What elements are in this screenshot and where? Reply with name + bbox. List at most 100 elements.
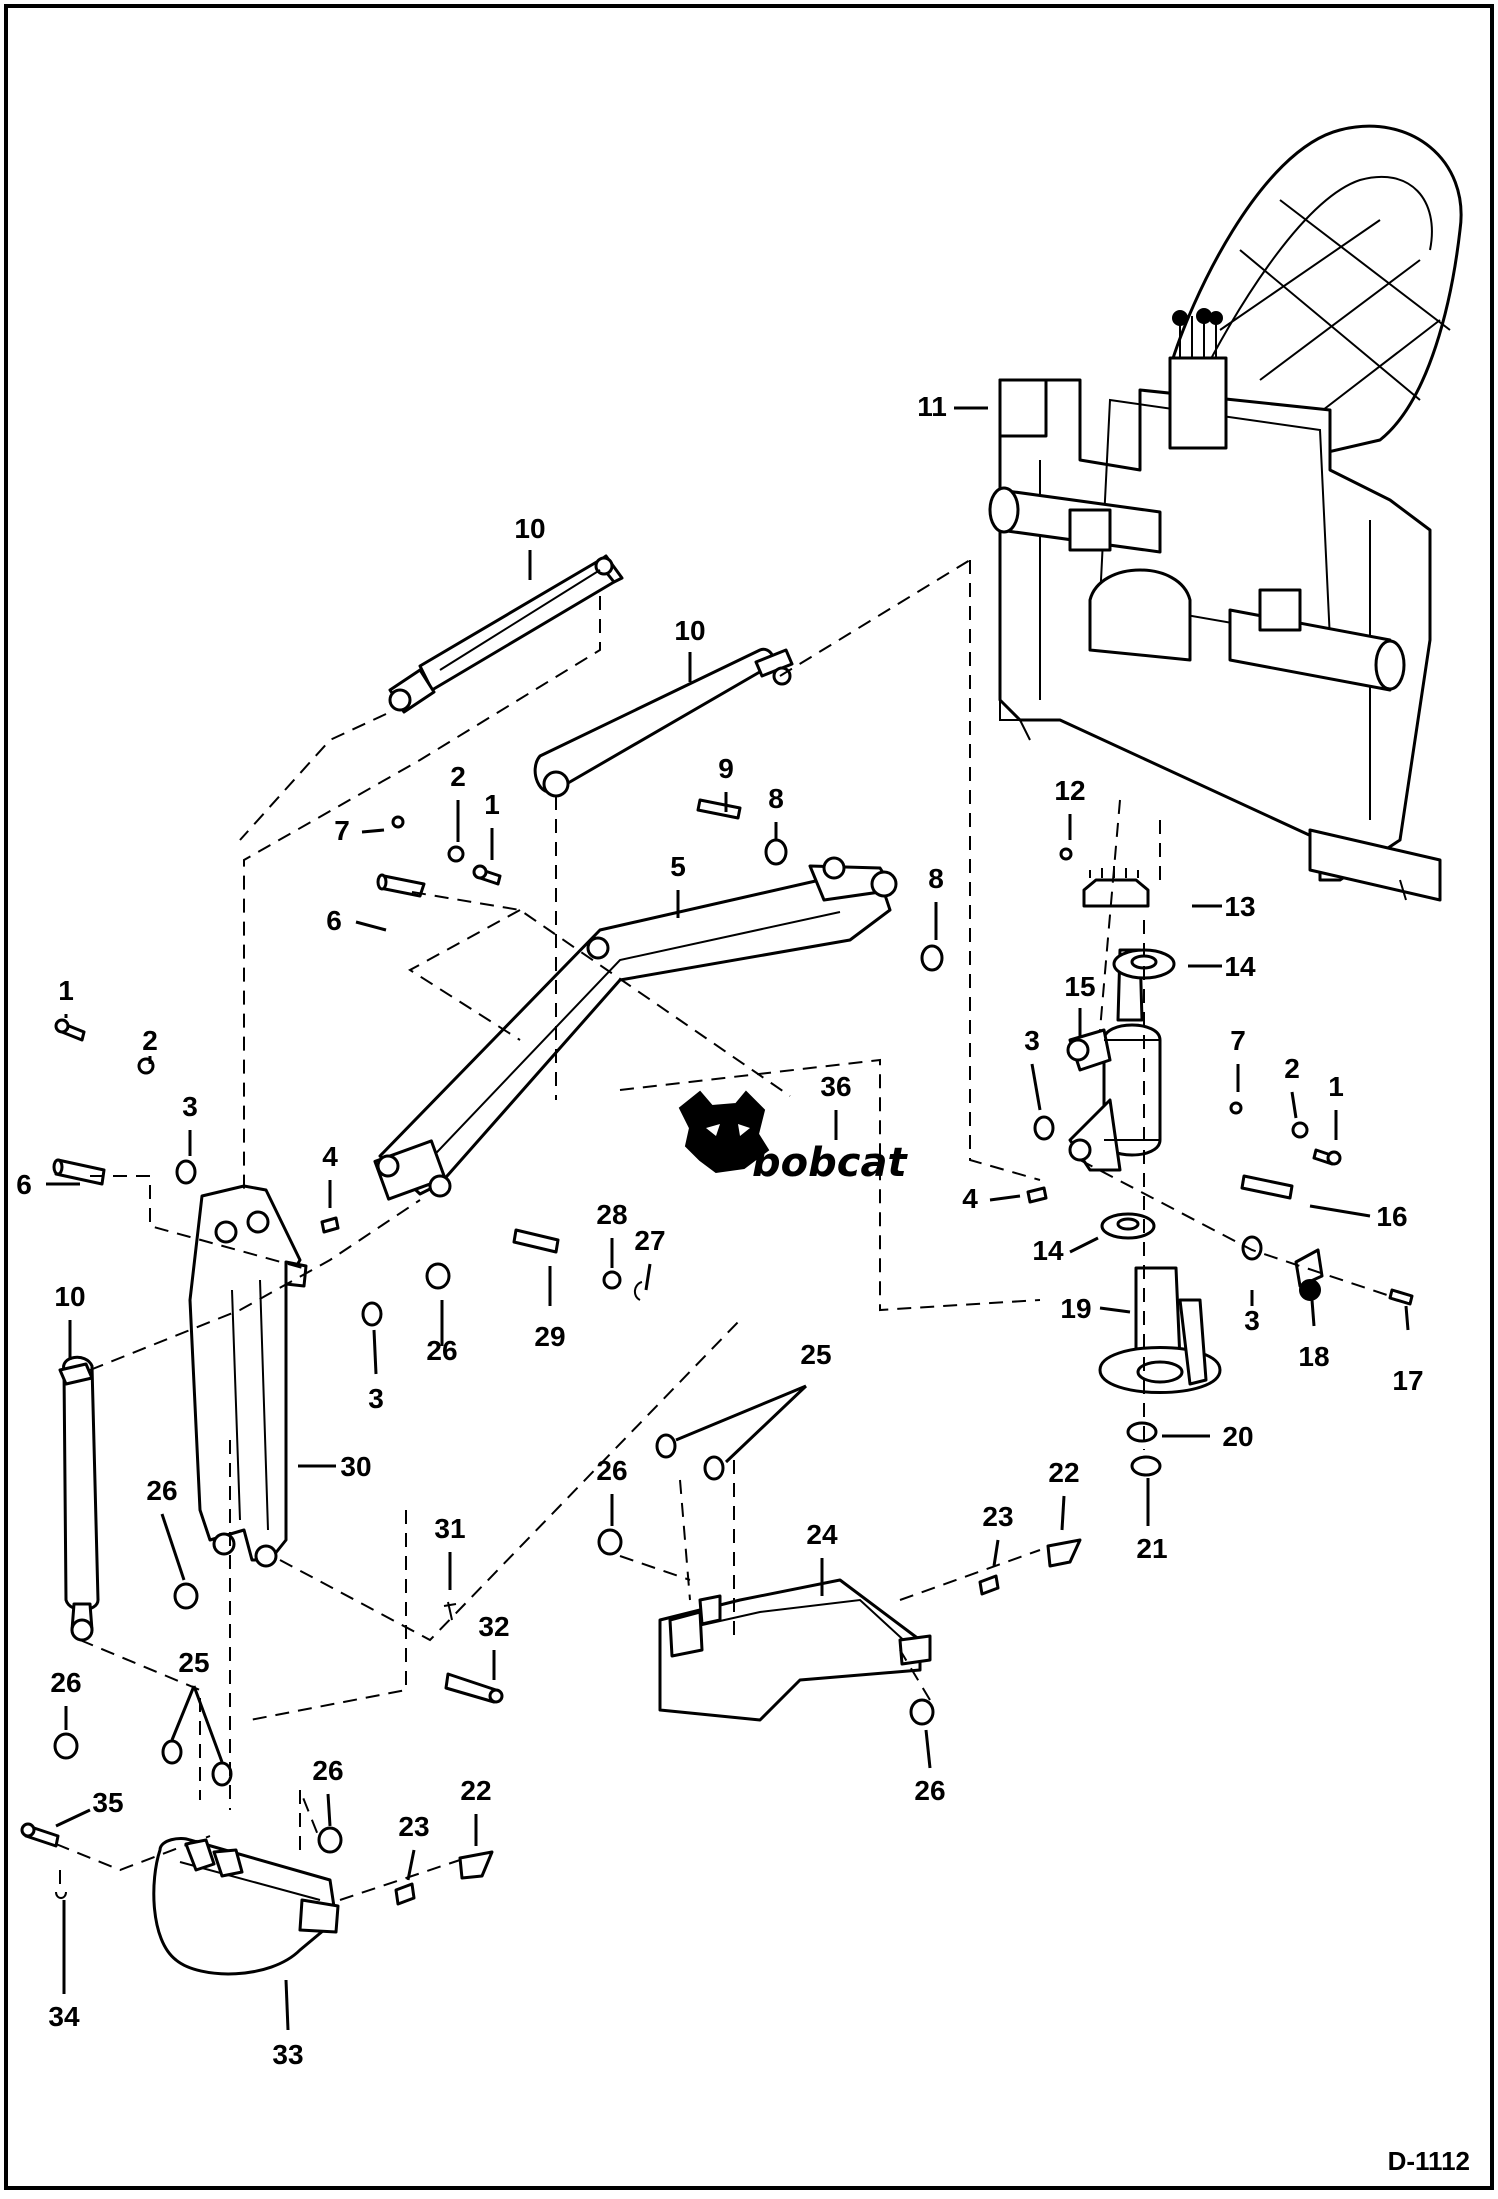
clip-34 xyxy=(55,1870,67,1899)
washer-28 xyxy=(602,1270,622,1290)
boom-cylinder-upper xyxy=(388,554,624,714)
callout-c-20: 20 xyxy=(1222,1421,1253,1452)
bushing-3a xyxy=(175,1159,197,1185)
callout-c-4b: 4 xyxy=(962,1183,978,1214)
callout-c-26f: 26 xyxy=(312,1755,343,1786)
bushing-26-blade xyxy=(597,1528,623,1556)
seat-frame-assembly xyxy=(988,124,1463,902)
callout-c-10b: 10 xyxy=(674,615,705,646)
callout-c-10c: 10 xyxy=(54,1281,85,1312)
pin-35 xyxy=(20,1822,60,1848)
callout-c-8b: 8 xyxy=(928,863,944,894)
callout-c-26e: 26 xyxy=(914,1775,945,1806)
callout-c-23a: 23 xyxy=(982,1501,1013,1532)
pin-16 xyxy=(1240,1174,1294,1200)
callout-c-2a: 2 xyxy=(450,761,466,792)
diagram-border xyxy=(4,4,1494,2190)
leader-lines xyxy=(46,406,1410,2031)
callout-c-3a: 3 xyxy=(1024,1025,1040,1056)
fitting-4a xyxy=(320,1216,340,1234)
callout-c-17: 17 xyxy=(1392,1365,1423,1396)
bolt-1b xyxy=(54,1018,86,1042)
callout-c-12: 12 xyxy=(1054,775,1085,806)
fitting-4b xyxy=(1026,1186,1048,1204)
assembly-lines xyxy=(55,559,1391,1901)
bolt-1a xyxy=(472,864,502,886)
bushing-3b xyxy=(361,1301,383,1327)
tooth-pin-23a xyxy=(978,1574,1000,1596)
callout-c-26b: 26 xyxy=(596,1455,627,1486)
swing-bracket xyxy=(1098,1266,1222,1394)
callout-c-23b: 23 xyxy=(398,1811,429,1842)
fitting-7a xyxy=(391,815,405,829)
bolt-1c xyxy=(1312,1148,1342,1166)
callout-c-28: 28 xyxy=(596,1199,627,1230)
callout-c-5: 5 xyxy=(670,851,686,882)
callout-c-1b: 1 xyxy=(1328,1071,1344,1102)
swing-post xyxy=(1066,948,1162,1172)
fitting-12 xyxy=(1059,847,1073,861)
washer-2a xyxy=(447,845,465,863)
callout-c-22a: 22 xyxy=(1048,1457,1079,1488)
callout-c-22b: 22 xyxy=(460,1775,491,1806)
callout-c-25a: 25 xyxy=(800,1339,831,1370)
callout-c-30: 30 xyxy=(340,1451,371,1482)
grease-fitting-18 xyxy=(1294,1248,1324,1301)
callout-c-32: 32 xyxy=(478,1611,509,1642)
washer-2c xyxy=(1291,1121,1309,1139)
bushing-25-bucket-a xyxy=(161,1739,183,1765)
callout-c-26d: 26 xyxy=(50,1667,81,1698)
bushing-8-right xyxy=(920,944,944,972)
bushing-26-boom xyxy=(425,1262,451,1290)
callout-c-3b: 3 xyxy=(182,1091,198,1122)
bushing-26-cyl xyxy=(53,1732,79,1760)
callout-c-26c: 26 xyxy=(146,1475,177,1506)
pin-29 xyxy=(512,1228,560,1254)
callout-c-36: 36 xyxy=(820,1071,851,1102)
fitting-7b xyxy=(1229,1101,1243,1115)
bushing-26-arm xyxy=(173,1582,199,1610)
bobcat-wordmark: bobcat xyxy=(752,1140,908,1186)
callout-c-7a: 7 xyxy=(334,815,350,846)
callout-c-14a: 14 xyxy=(1224,951,1256,982)
bobcat-logo: bobcat xyxy=(678,1090,908,1186)
bushing-26-bucket xyxy=(317,1826,343,1854)
screw-17 xyxy=(1388,1288,1414,1306)
pin-6-upper xyxy=(376,873,426,898)
thrust-washer-lower xyxy=(1100,1212,1156,1240)
callout-c-14b: 14 xyxy=(1032,1235,1064,1266)
callout-c-27: 27 xyxy=(634,1225,665,1256)
callout-c-26a: 26 xyxy=(426,1335,457,1366)
callout-c-7b: 7 xyxy=(1230,1025,1246,1056)
bushing-26-blade-right xyxy=(909,1698,935,1726)
callout-c-4a: 4 xyxy=(322,1141,338,1172)
bushing-8-upper xyxy=(764,838,788,866)
pin-9 xyxy=(696,798,742,820)
callout-c-3c: 3 xyxy=(1244,1305,1260,1336)
callout-c-15: 15 xyxy=(1064,971,1095,1002)
callout-c-34: 34 xyxy=(48,2001,80,2032)
bushing-25-bucket-b xyxy=(211,1761,233,1787)
swing-nut-21 xyxy=(1130,1455,1162,1477)
callout-c-25b: 25 xyxy=(178,1647,209,1678)
arm-cylinder xyxy=(533,647,794,798)
callout-c-6a: 6 xyxy=(326,905,342,936)
callout-c-18: 18 xyxy=(1298,1341,1329,1372)
clip-27 xyxy=(634,1281,643,1301)
tooth-pin-23b xyxy=(394,1882,416,1906)
bushing-3c xyxy=(1033,1115,1055,1141)
pivot-gear xyxy=(1082,866,1150,908)
bushing-25-blade-b xyxy=(703,1455,725,1481)
callout-c-2b: 2 xyxy=(1284,1053,1300,1084)
callout-c-16: 16 xyxy=(1376,1201,1407,1232)
callout-c-11a: 11 xyxy=(917,391,947,422)
callout-c-10a: 10 xyxy=(514,513,545,544)
bucket xyxy=(152,1836,340,1976)
callout-c-33: 33 xyxy=(272,2039,303,2070)
bucket-tooth-22a xyxy=(1046,1538,1082,1568)
callout-c-24: 24 xyxy=(806,1519,838,1550)
callout-c-3d: 3 xyxy=(368,1383,384,1414)
callout-c-35: 35 xyxy=(92,1787,123,1818)
